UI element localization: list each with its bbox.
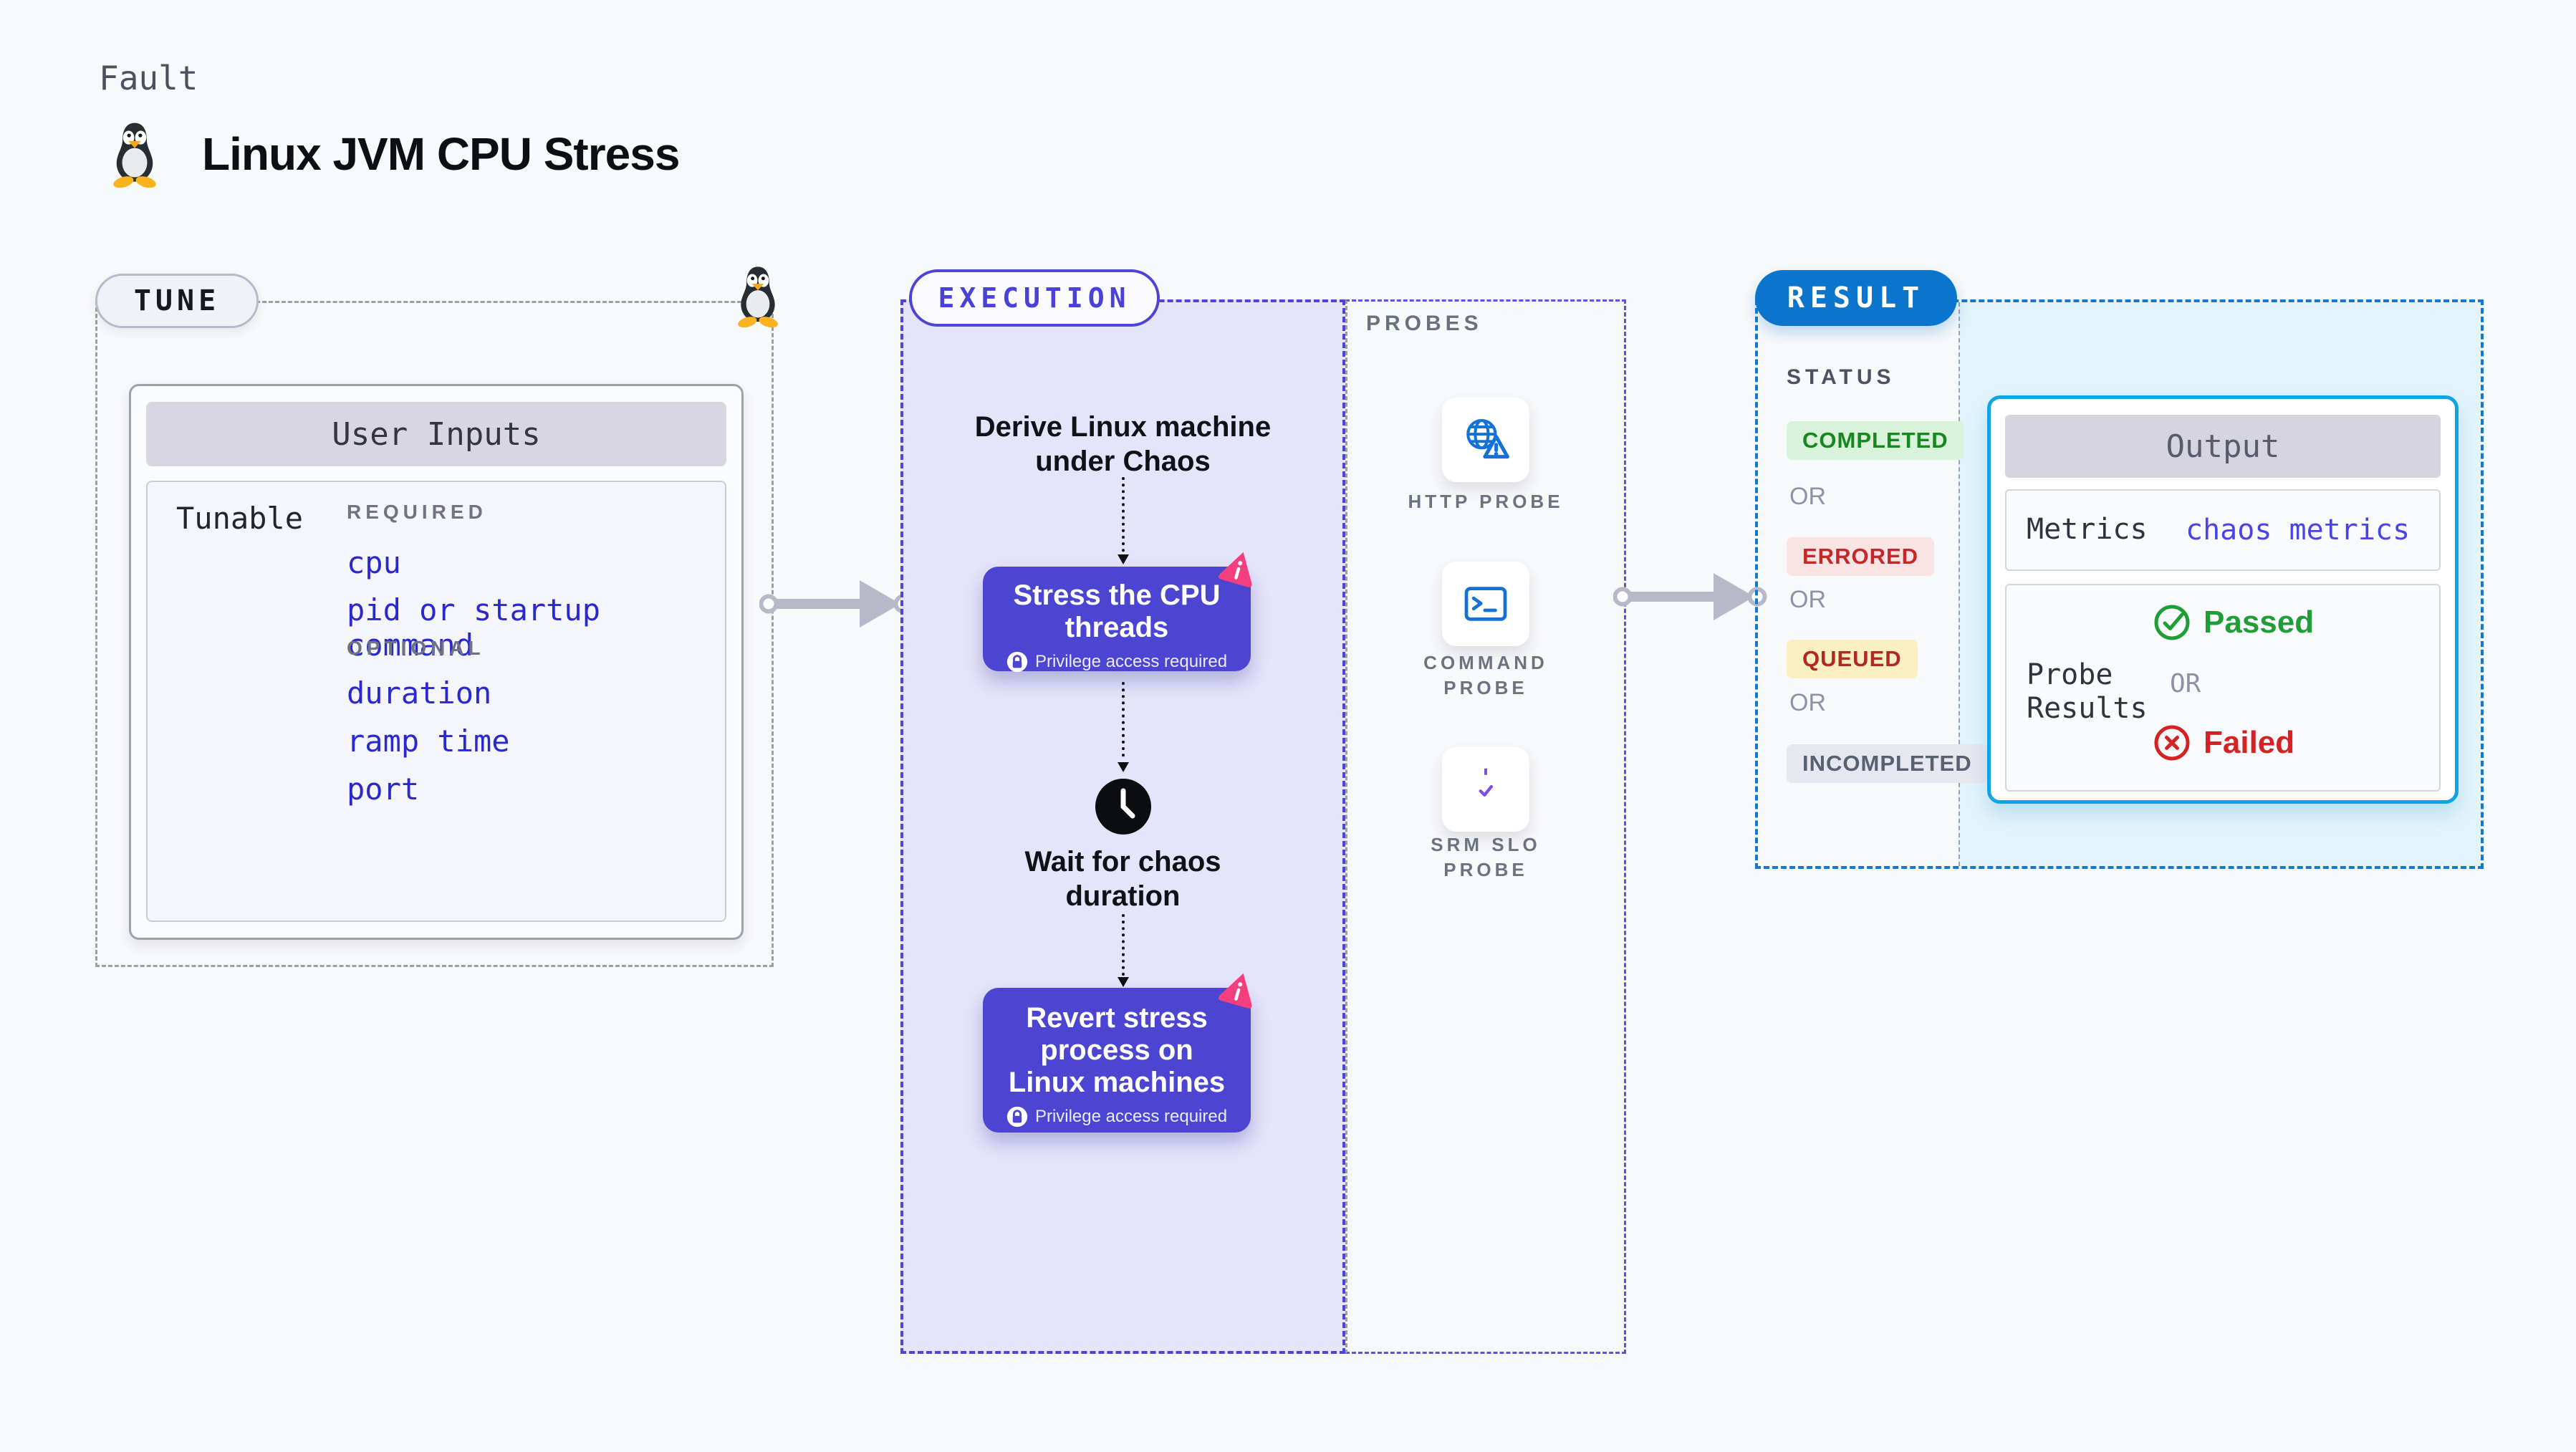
- command-probe-label: COMMAND PROBE: [1423, 652, 1548, 698]
- probe-results-label: Probe Results: [2027, 658, 2148, 725]
- param-duration[interactable]: duration: [347, 675, 492, 711]
- dotted-arrow-down-icon: [1117, 682, 1129, 772]
- probes-section-label: PROBES: [1366, 312, 1483, 335]
- wait-clock-icon: [1094, 777, 1153, 836]
- result-section: RESULT STATUS COMPLETED OR ERRORED OR QU…: [1755, 270, 2484, 869]
- dotted-arrow-down-icon: [1117, 477, 1129, 564]
- privilege-note: Privilege access required: [1034, 1107, 1228, 1126]
- user-inputs-title: User Inputs: [146, 402, 726, 466]
- http-probe-card[interactable]: [1442, 398, 1529, 482]
- tunable-label: Tunable: [176, 501, 304, 536]
- or-separator: OR: [1789, 689, 1826, 716]
- result-section-label: RESULT: [1755, 270, 1957, 326]
- or-separator: OR: [1789, 483, 1826, 510]
- page-title: Linux JVM CPU Stress: [202, 128, 680, 180]
- privilege-note: Privilege access required: [1034, 652, 1228, 671]
- execution-section: EXECUTION Derive Linux machine under Cha…: [900, 269, 1345, 1354]
- failed-x-icon: [2153, 724, 2191, 761]
- tune-section-label: TUNE: [95, 274, 259, 328]
- tune-section: TUNE User Inputs Tunable REQUIRED cpu pi…: [95, 301, 774, 967]
- output-title: Output: [2005, 415, 2441, 478]
- revert-step-title: Revert stress process on Linux machines: [1008, 1002, 1226, 1098]
- probe-results-row: Probe Results Passed OR Failed: [2005, 584, 2441, 792]
- lock-icon: [1006, 1106, 1028, 1128]
- probes-section: PROBES HTTP PROBE COMMAND PROBE SRM SLO …: [1345, 299, 1626, 1354]
- user-inputs-body: Tunable REQUIRED cpu pid or startup comm…: [146, 481, 726, 922]
- param-cpu[interactable]: cpu: [347, 545, 401, 580]
- param-port[interactable]: port: [347, 771, 420, 807]
- status-label: STATUS: [1787, 365, 1895, 389]
- status-badge-incompleted: INCOMPLETED: [1787, 744, 1988, 783]
- chaos-metrics-link[interactable]: chaos metrics: [2186, 514, 2411, 547]
- flow-arrow-execution-to-result: [1613, 564, 1767, 629]
- or-separator: OR: [1789, 586, 1826, 613]
- wait-step-text: Wait for chaos duration: [1024, 846, 1221, 912]
- stress-cpu-step-button[interactable]: Stress the CPU threads Privilege access …: [983, 567, 1251, 671]
- status-badge-completed: COMPLETED: [1787, 421, 1964, 460]
- srm-slo-probe-label: SRM SLO PROBE: [1431, 834, 1541, 880]
- fault-kicker: Fault: [99, 59, 198, 97]
- lock-icon: [1006, 651, 1028, 673]
- revert-stress-step-button[interactable]: Revert stress process on Linux machines …: [983, 988, 1251, 1133]
- optional-label: OPTIONAL: [347, 637, 485, 659]
- passed-label: Passed: [2203, 605, 2315, 640]
- param-pid-or-startup-command[interactable]: pid or startup command: [347, 592, 601, 663]
- derive-step-text: Derive Linux machine under Chaos: [974, 411, 1272, 477]
- terminal-icon: [1460, 578, 1512, 630]
- metrics-row: Metrics chaos metrics: [2005, 489, 2441, 571]
- failed-label: Failed: [2203, 725, 2295, 760]
- globe-alert-icon: [1460, 414, 1512, 466]
- srm-slo-probe-card[interactable]: [1442, 747, 1529, 832]
- required-label: REQUIRED: [347, 501, 487, 523]
- user-inputs-card: User Inputs Tunable REQUIRED cpu pid or …: [129, 384, 744, 940]
- or-separator: OR: [2170, 669, 2201, 698]
- status-badge-errored: ERRORED: [1787, 537, 1935, 576]
- passed-check-icon: [2153, 604, 2191, 641]
- metrics-label: Metrics: [2027, 513, 2148, 546]
- http-probe-label: HTTP PROBE: [1408, 491, 1564, 512]
- linux-tux-icon: [105, 120, 165, 188]
- slo-gauge-icon: [1460, 764, 1512, 815]
- command-probe-card[interactable]: [1442, 562, 1529, 646]
- linux-tux-icon: [730, 264, 786, 327]
- dotted-arrow-down-icon: [1117, 914, 1129, 987]
- stress-step-title: Stress the CPU threads: [1013, 580, 1221, 643]
- flow-arrow-tune-to-execution: [759, 572, 913, 636]
- execution-section-label: EXECUTION: [909, 269, 1160, 327]
- output-card: Output Metrics chaos metrics Probe Resul…: [1987, 395, 2459, 804]
- param-ramp-time[interactable]: ramp time: [347, 723, 510, 759]
- status-badge-queued: QUEUED: [1787, 640, 1918, 678]
